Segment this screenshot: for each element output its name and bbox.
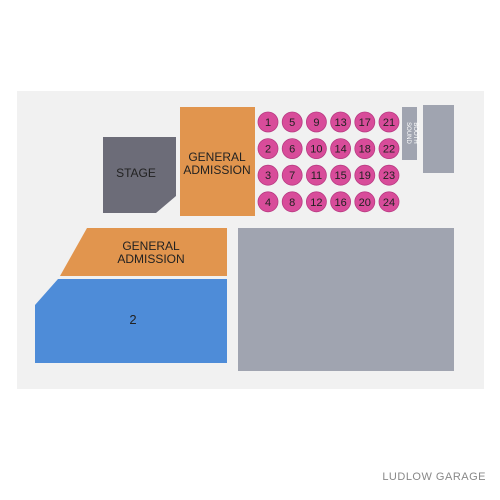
table-20[interactable]: 20	[354, 191, 376, 213]
table-19[interactable]: 19	[354, 164, 376, 186]
general-admission-top-section[interactable]: GENERAL ADMISSION	[180, 107, 255, 216]
table-2[interactable]: 2	[257, 138, 279, 160]
table-circle	[257, 191, 279, 213]
table-circle	[257, 164, 279, 186]
table-circle	[257, 111, 279, 133]
general-admission-floor-label-line2: ADMISSION	[117, 252, 184, 266]
table-circle	[305, 111, 327, 133]
sound-booth: SOUND BOOTH	[402, 107, 418, 160]
table-label: 5	[289, 117, 295, 129]
table-18[interactable]: 18	[354, 138, 376, 160]
table-12[interactable]: 12	[305, 191, 327, 213]
table-label: 21	[383, 117, 395, 129]
table-label: 9	[313, 117, 319, 129]
table-label: 1	[265, 117, 271, 129]
table-9[interactable]: 9	[305, 111, 327, 133]
table-circle	[330, 164, 352, 186]
table-label: 11	[311, 170, 322, 182]
table-circle	[378, 138, 400, 160]
table-label: 10	[310, 144, 322, 156]
table-label: 7	[289, 170, 295, 182]
table-11[interactable]: 11	[305, 164, 327, 186]
table-label: 4	[265, 197, 271, 209]
table-circle	[354, 111, 376, 133]
table-24[interactable]: 24	[378, 191, 400, 213]
section-2-label: 2	[129, 312, 136, 327]
table-circle	[330, 111, 352, 133]
stage-section[interactable]: STAGE	[103, 137, 176, 213]
stage-label: STAGE	[116, 166, 156, 180]
table-circle	[354, 164, 376, 186]
table-17[interactable]: 17	[354, 111, 376, 133]
table-circle	[281, 111, 303, 133]
table-label: 13	[334, 117, 346, 129]
table-3[interactable]: 3	[257, 164, 279, 186]
table-circle	[281, 164, 303, 186]
table-circle	[330, 191, 352, 213]
table-8[interactable]: 8	[281, 191, 303, 213]
table-label: 17	[359, 117, 371, 129]
table-4[interactable]: 4	[257, 191, 279, 213]
table-label: 22	[383, 144, 395, 156]
sound-booth-label-line1: SOUND	[405, 122, 411, 144]
table-22[interactable]: 22	[378, 138, 400, 160]
table-circle	[378, 111, 400, 133]
table-1[interactable]: 1	[257, 111, 279, 133]
table-label: 23	[383, 170, 395, 182]
general-admission-top-label-line1: GENERAL	[188, 150, 246, 164]
table-label: 18	[359, 144, 371, 156]
table-circle	[305, 191, 327, 213]
table-circle	[281, 138, 303, 160]
table-label: 15	[334, 170, 346, 182]
table-label: 20	[359, 197, 371, 209]
table-circle	[378, 164, 400, 186]
table-circle	[305, 164, 327, 186]
table-label: 2	[265, 144, 271, 156]
table-21[interactable]: 21	[378, 111, 400, 133]
table-16[interactable]: 16	[330, 191, 352, 213]
table-label: 16	[334, 197, 346, 209]
venue-name: LUDLOW GARAGE	[382, 471, 486, 483]
table-circle	[330, 138, 352, 160]
table-10[interactable]: 10	[305, 138, 327, 160]
table-label: 12	[310, 197, 322, 209]
table-circle	[281, 191, 303, 213]
table-circle	[305, 138, 327, 160]
table-6[interactable]: 6	[281, 138, 303, 160]
table-14[interactable]: 14	[330, 138, 352, 160]
table-circle	[354, 138, 376, 160]
table-label: 24	[383, 197, 395, 209]
table-5[interactable]: 5	[281, 111, 303, 133]
gray-floor-section[interactable]	[238, 228, 454, 371]
general-admission-floor-section[interactable]: GENERAL ADMISSION	[60, 228, 227, 276]
general-admission-floor-label-line1: GENERAL	[122, 239, 180, 253]
table-15[interactable]: 15	[330, 164, 352, 186]
table-7[interactable]: 7	[281, 164, 303, 186]
table-circle	[354, 191, 376, 213]
table-circle	[378, 191, 400, 213]
general-admission-top-label-line2: ADMISSION	[183, 163, 250, 177]
section-2[interactable]: 2	[35, 279, 227, 363]
table-label: 3	[265, 170, 271, 182]
table-label: 8	[289, 197, 295, 209]
table-label: 6	[289, 144, 295, 156]
table-23[interactable]: 23	[378, 164, 400, 186]
table-circle	[257, 138, 279, 160]
sound-booth-label-line2: BOOTH	[412, 122, 418, 143]
side-gray-section[interactable]	[423, 105, 454, 173]
table-label: 19	[359, 170, 371, 182]
table-label: 14	[334, 144, 346, 156]
table-13[interactable]: 13	[330, 111, 352, 133]
